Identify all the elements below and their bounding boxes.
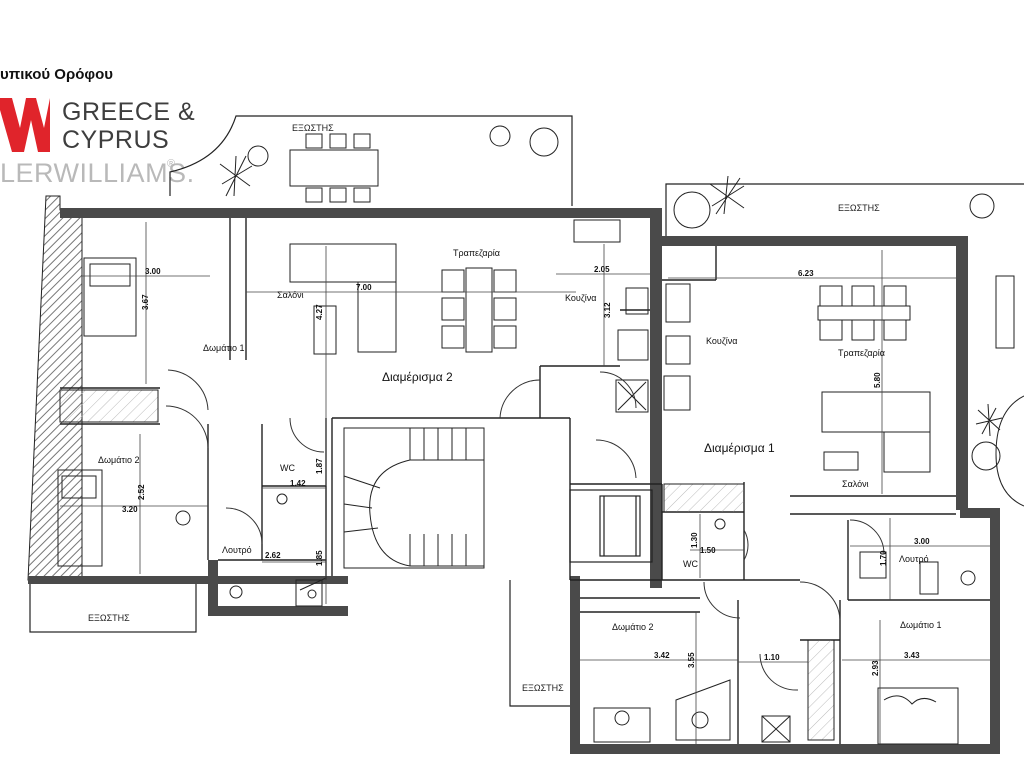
- terrace-top-left-label: ΕΞΩΣΤΗΣ: [292, 123, 334, 133]
- apt1-wc-label: WC: [683, 559, 698, 569]
- door-swings: [165, 369, 885, 691]
- apt2-bath-label: Λουτρό: [222, 545, 252, 555]
- brand-registered-mark: ®: [167, 158, 176, 170]
- terrace-bottom-center-label: ΕΞΩΣΤΗΣ: [522, 683, 564, 693]
- apt2-bath-width: 2.62: [265, 551, 281, 560]
- dimension-lines: [60, 222, 990, 744]
- apt1-kitchen-label: Κουζίνα: [706, 336, 738, 346]
- apt2-living-width: 7.00: [356, 283, 372, 292]
- apt2-bath-depth: 1.85: [315, 550, 324, 566]
- apt1-bedroom1-width: 3.43: [904, 651, 920, 660]
- apt1-dining-depth: 5.80: [873, 372, 882, 388]
- brand-subtitle: LERWILLIAMS.: [0, 158, 195, 188]
- apt1-bedroom2-width: 3.42: [654, 651, 670, 660]
- apt2-bedroom2-depth: 2.52: [137, 484, 146, 500]
- apartment-1-furniture: [593, 283, 976, 745]
- apt2-bedroom2-width: 3.20: [122, 505, 138, 514]
- apt1-bath-label: Λουτρό: [899, 554, 929, 564]
- shafts: [59, 389, 835, 741]
- apt2-kitchen-width: 2.05: [594, 265, 610, 274]
- apt2-wc-depth: 1.87: [315, 458, 324, 474]
- apt1-wc-width: 1.50: [700, 546, 716, 555]
- apt2-kitchen-label: Κουζίνα: [565, 293, 597, 303]
- staircase: [343, 427, 485, 569]
- apt2-wc-width: 1.42: [290, 479, 306, 488]
- apt2-bedroom1-width: 3.00: [145, 267, 161, 276]
- terrace-top-right: [665, 183, 1024, 236]
- terrace-bottom-left: [29, 581, 197, 633]
- apt1-bedroom2-depth: 3.55: [687, 652, 696, 668]
- apt1-bath-width: 3.00: [914, 537, 930, 546]
- apt1-hall-width: 1.10: [764, 653, 780, 662]
- apt2-living-label: Σαλόνι: [277, 290, 304, 300]
- apartment-2-label: Διαμέρισμα 2: [382, 370, 453, 384]
- apt1-dining-label: Τραπεζαρία: [838, 348, 885, 358]
- apartment-1-walls: [570, 236, 1000, 754]
- terrace-top-right-label: ΕΞΩΣΤΗΣ: [838, 203, 880, 213]
- apt2-living-depth: 4.27: [315, 304, 324, 320]
- apt2-dining-label: Τραπεζαρία: [453, 248, 500, 258]
- outdoor-furniture: [219, 125, 1024, 507]
- apt1-living-label: Σαλόνι: [842, 479, 869, 489]
- brand-name-line1: GREECE &: [62, 98, 196, 126]
- apartment-2-walls: [27, 195, 662, 616]
- page-title: υπικού Ορόφου: [0, 66, 114, 83]
- apt1-wc-depth: 1.30: [690, 532, 699, 548]
- interior-partitions: [60, 218, 990, 744]
- apartment-1-label: Διαμέρισμα 1: [704, 441, 775, 455]
- elevator: [569, 489, 653, 563]
- apt2-bedroom1-depth: 3.67: [141, 294, 150, 310]
- terrace-bottom-center: [509, 580, 578, 707]
- brand-name-line2: CYPRUS: [62, 126, 170, 154]
- brand-logo-mark: [0, 98, 50, 152]
- apt1-dining-width: 6.23: [798, 269, 814, 278]
- apt1-bedroom2-label: Δωμάτιο 2: [612, 622, 654, 632]
- apt2-kitchen-depth: 3.12: [603, 302, 612, 318]
- apt1-bedroom1-label: Δωμάτιο 1: [900, 620, 942, 630]
- apt2-wc-label: WC: [280, 463, 295, 473]
- apt1-bath-depth: 1.70: [879, 550, 888, 566]
- apt2-bedroom1-label: Δωμάτιο 1: [203, 343, 245, 353]
- terrace-top-left: [169, 115, 573, 206]
- apartment-2-furniture: [57, 219, 649, 607]
- terrace-bottom-left-label: ΕΞΩΣΤΗΣ: [88, 613, 130, 623]
- apt1-bedroom1-depth: 2.93: [871, 660, 880, 676]
- apt2-bedroom2-label: Δωμάτιο 2: [98, 455, 140, 465]
